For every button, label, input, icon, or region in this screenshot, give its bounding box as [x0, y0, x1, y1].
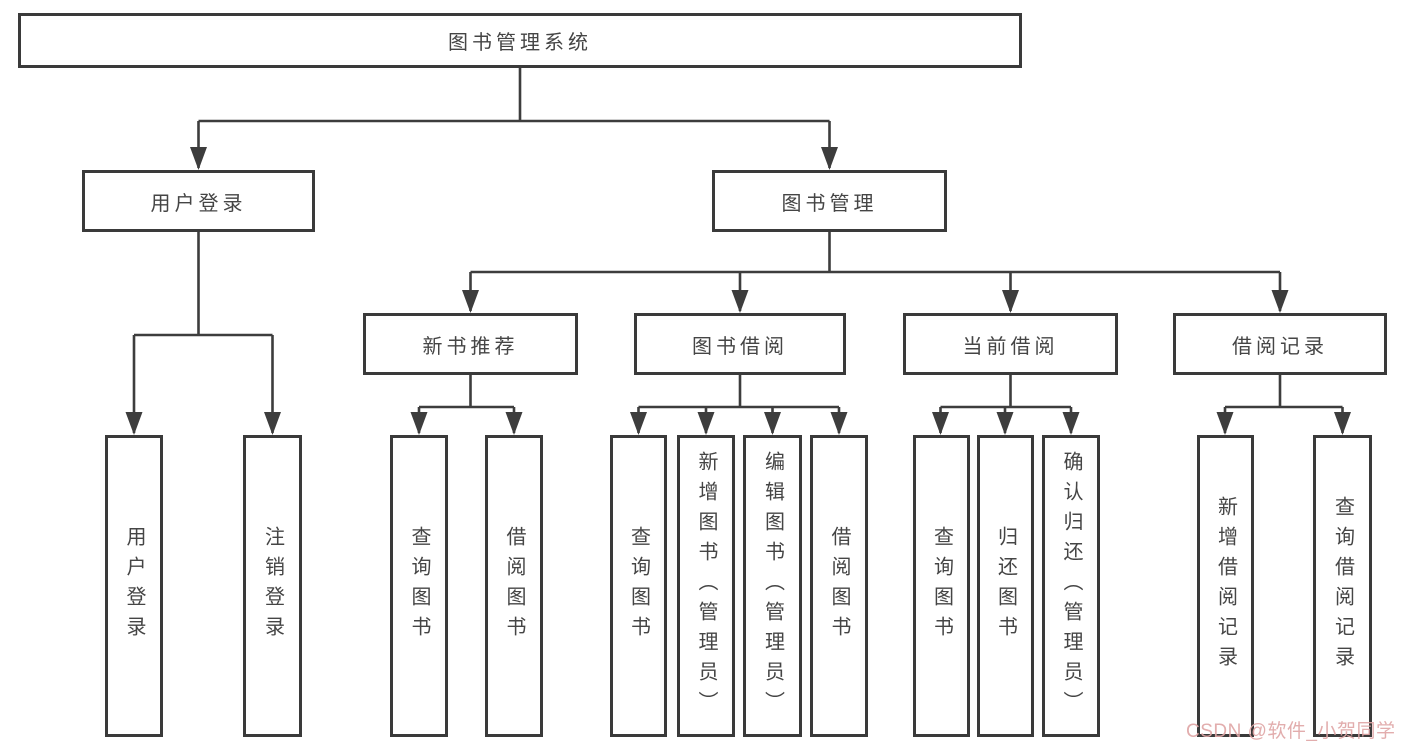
node-label: 新增借阅记录	[1214, 496, 1237, 676]
node-label: 注销登录	[261, 526, 284, 646]
node-label: 新增图书（管理员）	[695, 451, 717, 721]
node-label: 编辑图书（管理员）	[761, 451, 784, 721]
node-label: 当前借阅	[962, 335, 1059, 358]
node-label: 用户登录	[150, 192, 247, 215]
leaf-add-borrow-record: 新增借阅记录	[1197, 435, 1254, 737]
node-label: 查询图书	[627, 526, 650, 646]
leaf-return-books: 归还图书	[977, 435, 1034, 737]
node-label: 查询借阅记录	[1331, 496, 1354, 676]
leaf-confirm-return-admin: 确认归还（管理员）	[1042, 435, 1100, 737]
node-label: 借阅图书	[503, 526, 525, 646]
node-book-borrowing: 图书借阅	[634, 313, 846, 375]
node-borrowing-records: 借阅记录	[1173, 313, 1387, 375]
leaf-edit-books-admin: 编辑图书（管理员）	[743, 435, 802, 737]
leaf-query-books-borrowing: 查询图书	[610, 435, 667, 737]
node-label: 归还图书	[994, 526, 1017, 646]
node-current-borrowing: 当前借阅	[903, 313, 1118, 375]
node-book-management: 图书管理	[712, 170, 947, 232]
leaf-borrow-books: 借阅图书	[810, 435, 868, 737]
node-label: 借阅图书	[828, 526, 850, 646]
leaf-query-books-current: 查询图书	[913, 435, 970, 737]
leaf-logout: 注销登录	[243, 435, 302, 737]
node-label: 查询图书	[408, 526, 430, 646]
node-user-login: 用户登录	[82, 170, 315, 232]
leaf-query-borrow-record: 查询借阅记录	[1313, 435, 1372, 737]
node-label: 新书推荐	[422, 335, 519, 358]
leaf-borrow-books-recommend: 借阅图书	[485, 435, 543, 737]
leaf-add-books-admin: 新增图书（管理员）	[677, 435, 735, 737]
node-library-management-system: 图书管理系统	[18, 13, 1022, 68]
node-label: 查询图书	[930, 526, 953, 646]
node-label: 用户登录	[123, 526, 145, 646]
node-label: 确认归还（管理员）	[1060, 451, 1082, 721]
leaf-query-books-recommend: 查询图书	[390, 435, 448, 737]
leaf-user-login: 用户登录	[105, 435, 163, 737]
node-label: 借阅记录	[1232, 335, 1328, 358]
node-label: 图书借阅	[692, 335, 788, 358]
csdn-watermark: CSDN @软件_小贺同学	[1186, 721, 1396, 742]
node-label: 图书管理系统	[448, 32, 592, 54]
node-new-book-recommendation: 新书推荐	[363, 313, 578, 375]
node-label: 图书管理	[781, 192, 878, 215]
